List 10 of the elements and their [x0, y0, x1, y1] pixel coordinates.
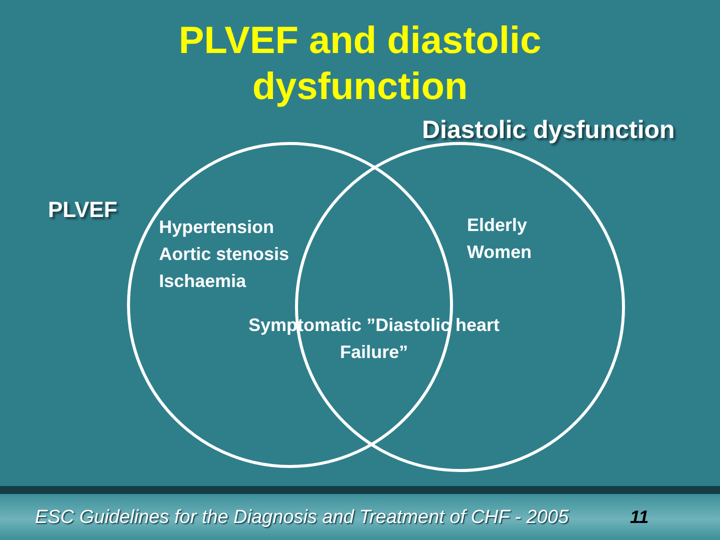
list-item: Aortic stenosis [159, 243, 290, 265]
list-item: Ischaemia [159, 270, 246, 292]
page-number: 11 [630, 507, 649, 528]
list-item: Hypertension [159, 216, 274, 238]
list-item: Women [467, 241, 532, 263]
slide-title: PLVEF and diastolic dysfunction [178, 19, 542, 110]
list-item: Elderly [467, 214, 528, 236]
footer-text: ESC Guidelines for the Diagnosis and Treatment of CHF - 2005 [35, 507, 569, 529]
set-heading: Diastolic dysfunction [422, 116, 675, 145]
set-heading: PLVEF [48, 197, 118, 223]
